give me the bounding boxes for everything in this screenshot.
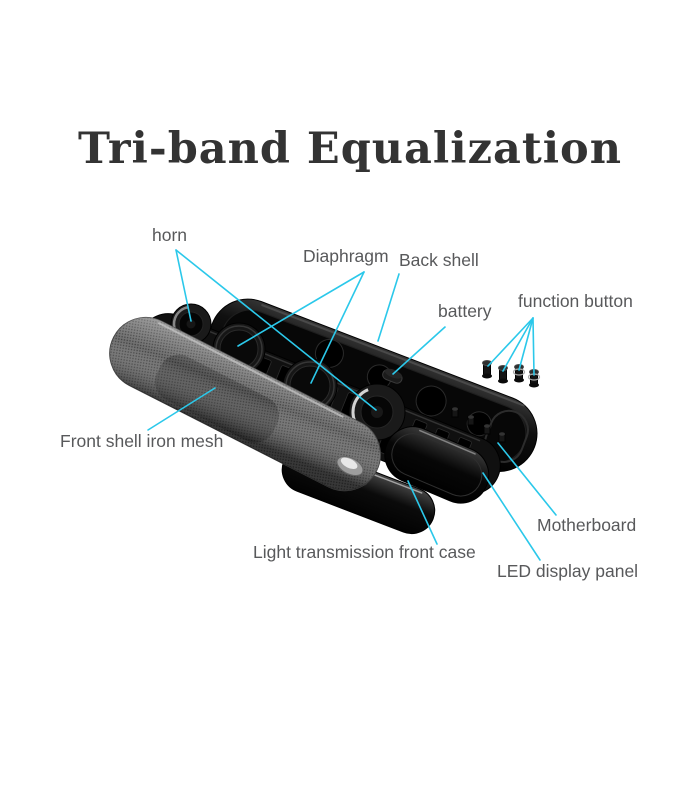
leader-line-function-button-2 <box>502 317 534 372</box>
leader-line-back-shell <box>377 273 400 342</box>
leader-line-front-mesh <box>147 387 216 431</box>
label-horn: horn <box>152 225 188 245</box>
label-diaphragm: Diaphragm <box>303 246 389 266</box>
leader-line-function-button-3 <box>518 317 534 371</box>
label-battery: battery <box>438 301 492 321</box>
leader-line-horn-1 <box>175 249 192 322</box>
label-back-shell: Back shell <box>399 250 479 270</box>
leader-line-motherboard <box>497 442 557 516</box>
function-button-2 <box>498 365 508 384</box>
leader-line-battery <box>392 326 446 375</box>
leader-line-function-button-4 <box>532 317 535 376</box>
leader-line-front-case <box>407 480 438 545</box>
leader-line-function-button-1 <box>487 317 534 367</box>
label-front-shell-iron-mesh: Front shell iron mesh <box>60 431 224 451</box>
leader-line-diaphragm-2 <box>310 271 365 384</box>
function-buttons <box>482 360 541 388</box>
label-function-button: function button <box>518 291 633 311</box>
led-display-panel <box>384 426 490 504</box>
label-light-transmission-front-case: Light transmission front case <box>253 542 476 562</box>
label-led-display-panel: LED display panel <box>497 561 639 581</box>
leader-line-horn-2 <box>175 249 377 411</box>
chrome-connector <box>336 455 364 477</box>
leader-line-led-panel <box>482 472 541 561</box>
label-motherboard: Motherboard <box>537 515 637 535</box>
motherboard-area <box>451 407 506 443</box>
front-mesh <box>109 316 381 492</box>
page-title: Tri-band Equalization <box>78 124 622 174</box>
leader-line-diaphragm-1 <box>237 271 365 347</box>
leader-lines <box>147 249 557 561</box>
